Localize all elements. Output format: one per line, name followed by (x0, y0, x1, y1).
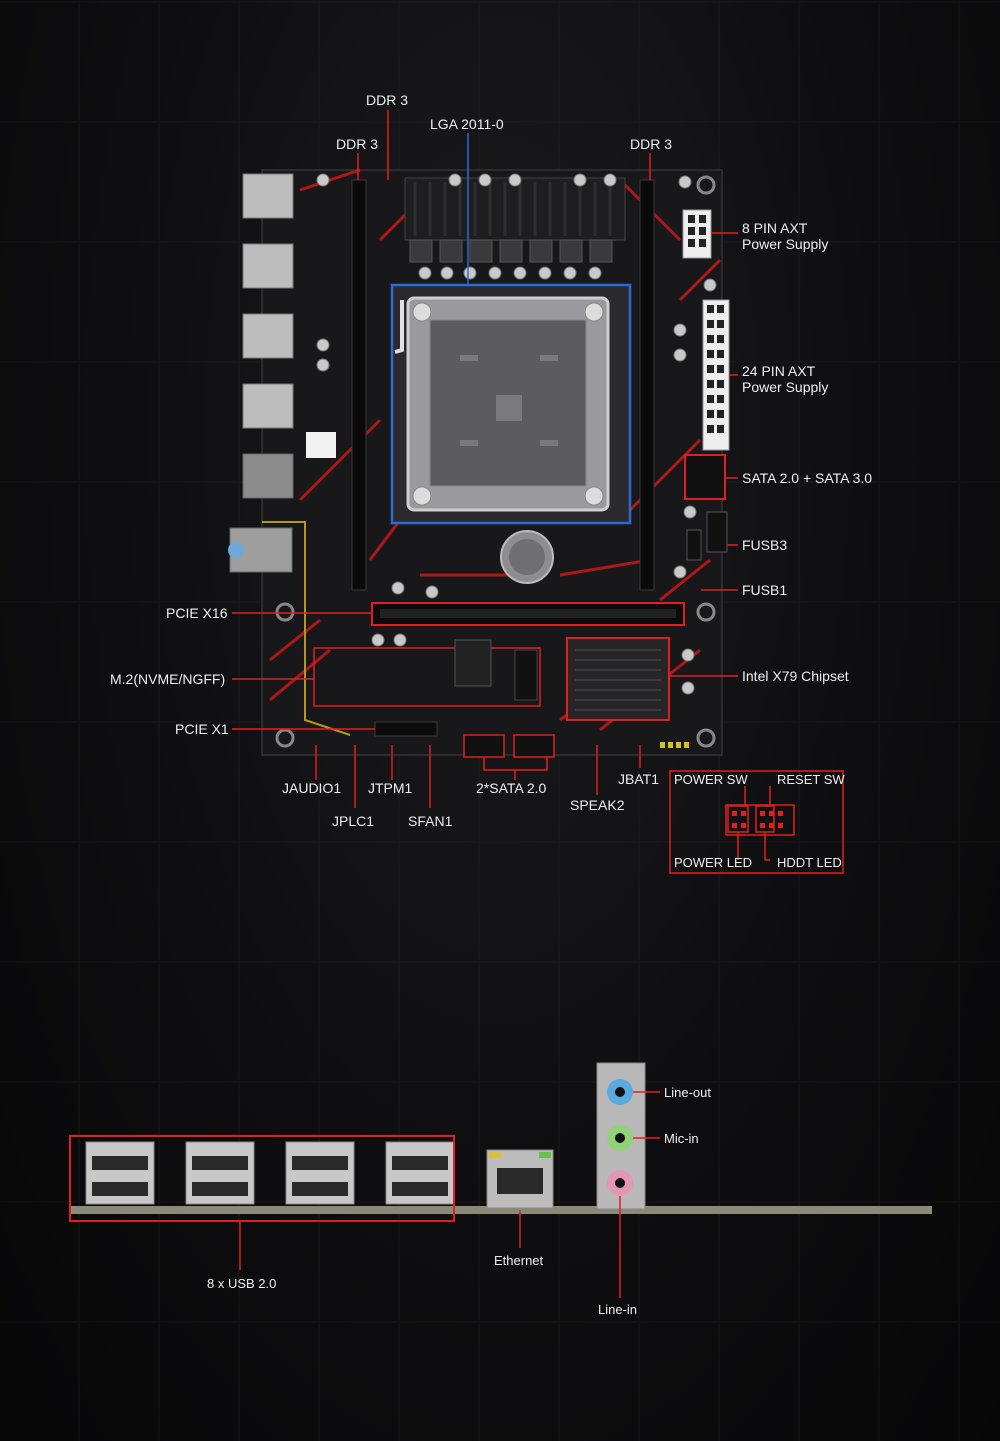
label-reset-sw: RESET SW (777, 772, 845, 787)
callout-lines-red (232, 110, 738, 808)
label-ddr3-top: DDR 3 (366, 92, 409, 108)
ddr3-slot-left (351, 179, 367, 591)
capacitors (316, 173, 717, 695)
label-24pin-line2: Power Supply (742, 379, 829, 395)
vrm-chokes (409, 239, 613, 263)
fusb1-header (686, 529, 702, 561)
fusb3-header (706, 511, 728, 553)
label-hddt-led: HDDT LED (777, 855, 842, 870)
24pin-power-connector (702, 299, 730, 451)
sata-port-right (684, 454, 726, 500)
m2-slot-outline (313, 647, 541, 707)
label-socket: LGA 2011-0 (430, 116, 504, 132)
label-m2: M.2(NVME/NGFF) (110, 671, 226, 687)
front-panel-diagram-pins (732, 811, 783, 828)
label-8pin-line2: Power Supply (742, 236, 829, 252)
pcie-x1-slot (374, 721, 438, 737)
label-sfan1: SFAN1 (408, 813, 453, 829)
24pin-holes (707, 305, 724, 433)
socket-lever (394, 300, 404, 354)
label-speak2: SPEAK2 (570, 797, 625, 813)
socket-screws (412, 302, 604, 506)
8pin-holes (688, 215, 706, 247)
io-callout-lines (239, 1091, 660, 1298)
label-chipset: Intel X79 Chipset (742, 668, 849, 684)
socket-cover-marks (460, 355, 558, 446)
ethernet-socket (497, 1168, 543, 1194)
rear-usb-stack (228, 173, 294, 573)
label-pcie-x1: PCIE X1 (175, 721, 229, 737)
heatsink-fins (413, 182, 612, 236)
label-sata-right: SATA 2.0 + SATA 3.0 (742, 470, 873, 486)
label-sata-bottom: 2*SATA 2.0 (476, 780, 547, 796)
label-ddr3-right: DDR 3 (630, 136, 673, 152)
label-line-in: Line-in (598, 1302, 638, 1317)
gold-trace (262, 521, 351, 736)
m2-connector (514, 649, 538, 701)
usb-group-outline (69, 1135, 455, 1222)
label-power-sw: POWER SW (674, 772, 748, 787)
front-panel-header-pins (660, 742, 689, 748)
pcie-x16-contacts (380, 609, 676, 618)
label-usb: 8 x USB 2.0 (207, 1276, 277, 1291)
label-fusb1: FUSB1 (742, 582, 788, 598)
sata-port-bottom-1 (463, 734, 505, 758)
chipset-fins (575, 649, 661, 711)
label-ethernet: Ethernet (494, 1253, 544, 1268)
front-panel-diagram-box (669, 770, 844, 874)
label-fusb3: FUSB3 (742, 537, 788, 553)
label-8pin-line1: 8 PIN AXT (742, 220, 808, 236)
io-shield-edge (70, 1206, 932, 1214)
label-line-out: Line-out (664, 1085, 711, 1100)
label-jplc1: JPLC1 (332, 813, 375, 829)
label-mic-in: Mic-in (664, 1131, 699, 1146)
cmos-battery-inner (509, 539, 545, 575)
label-power-led: POWER LED (674, 855, 753, 870)
label-pcie-x16: PCIE X16 (166, 605, 228, 621)
label-jbat1: JBAT1 (618, 771, 659, 787)
8pin-power-connector (682, 209, 712, 259)
m2-chip (454, 639, 492, 687)
vrm-heatsink (404, 177, 626, 241)
mounting-holes (275, 175, 716, 748)
usb-stacks (85, 1141, 455, 1205)
ddr3-slot-right (639, 179, 655, 591)
qr-sticker (306, 432, 336, 458)
label-jtpm1: JTPM1 (368, 780, 413, 796)
label-24pin-line1: 24 PIN AXT (742, 363, 816, 379)
front-panel-pin-block (725, 804, 795, 836)
label-jaudio1: JAUDIO1 (282, 780, 342, 796)
label-ddr3-left: DDR 3 (336, 136, 379, 152)
sata-port-bottom-2 (513, 734, 555, 758)
front-panel-diagram-lines (727, 786, 775, 861)
